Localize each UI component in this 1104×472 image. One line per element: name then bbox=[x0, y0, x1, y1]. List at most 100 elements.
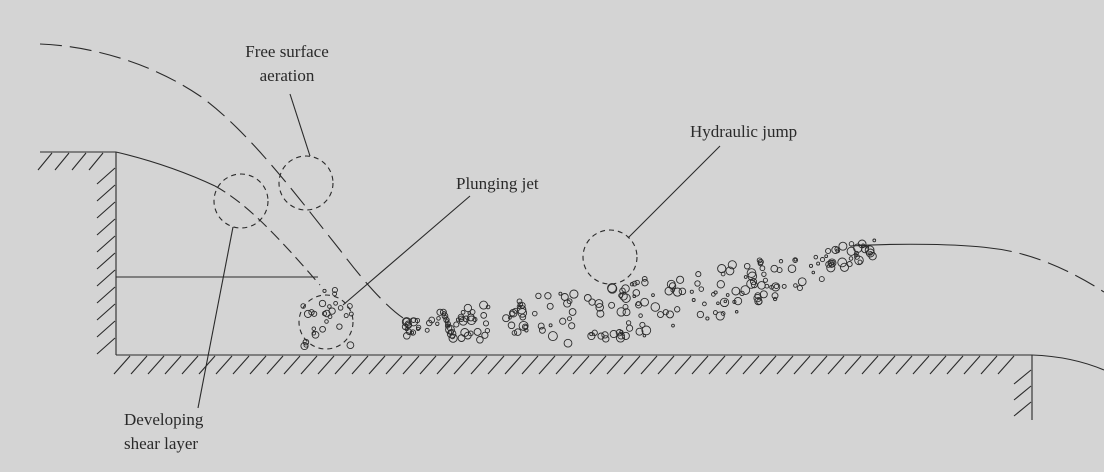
hatch-stroke bbox=[895, 355, 913, 375]
label-free-surface-line-1: Free surface bbox=[245, 42, 329, 61]
air-bubble bbox=[793, 283, 798, 288]
air-bubble bbox=[318, 299, 327, 308]
hatch-stroke bbox=[1013, 385, 1032, 401]
air-bubble bbox=[666, 310, 674, 319]
air-bubble bbox=[725, 266, 735, 276]
air-bubble bbox=[484, 327, 491, 334]
hatch-stroke bbox=[96, 286, 116, 304]
hatch-stroke bbox=[946, 355, 964, 375]
air-bubble bbox=[303, 309, 313, 318]
air-bubble bbox=[749, 278, 758, 286]
air-bubble bbox=[827, 258, 837, 268]
air-bubble bbox=[787, 264, 797, 273]
air-bubble bbox=[401, 317, 412, 327]
air-bubble bbox=[691, 298, 696, 302]
upstream-step bbox=[40, 151, 318, 355]
air-bubble bbox=[727, 260, 737, 270]
air-bubble bbox=[754, 297, 763, 306]
air-bubble bbox=[731, 286, 741, 296]
air-bubble bbox=[657, 311, 664, 319]
hatch-stroke bbox=[266, 355, 284, 375]
air-bubble bbox=[436, 308, 444, 316]
air-bubble bbox=[546, 302, 554, 310]
hatch-stroke bbox=[96, 184, 116, 202]
air-bubble bbox=[854, 250, 859, 256]
air-bubble bbox=[818, 276, 825, 283]
air-bubble bbox=[453, 321, 460, 328]
air-bubble bbox=[476, 336, 484, 344]
air-bubble bbox=[861, 245, 870, 254]
air-bubble bbox=[761, 271, 767, 277]
air-bubble bbox=[587, 331, 596, 341]
air-bubble bbox=[514, 328, 522, 336]
air-bubble bbox=[460, 309, 466, 315]
air-bubble bbox=[716, 301, 720, 305]
air-bubble bbox=[734, 310, 739, 314]
air-bubble bbox=[327, 304, 332, 309]
air-bubble bbox=[607, 283, 617, 293]
air-bubble bbox=[733, 296, 743, 306]
air-bubble bbox=[705, 316, 710, 321]
air-bubble bbox=[415, 326, 421, 332]
air-bubble bbox=[632, 289, 641, 297]
downstream-surface bbox=[1031, 354, 1104, 371]
air-bubble bbox=[547, 331, 558, 342]
hatch-stroke bbox=[844, 355, 862, 375]
air-bubble bbox=[622, 308, 631, 317]
air-bubble bbox=[602, 335, 610, 343]
air-bubble bbox=[759, 290, 768, 299]
air-bubble bbox=[757, 281, 766, 290]
air-bubble bbox=[537, 322, 545, 330]
hatch-stroke bbox=[300, 355, 318, 375]
air-bubble bbox=[816, 261, 821, 266]
leader-free-surface bbox=[289, 93, 311, 157]
air-bubble bbox=[480, 312, 488, 319]
hatch-stroke bbox=[215, 355, 233, 375]
air-bubble bbox=[631, 280, 638, 287]
air-bubble bbox=[641, 279, 649, 287]
air-bubble bbox=[650, 302, 661, 312]
hatch-stroke bbox=[453, 355, 471, 375]
label-plunging-jet: Plunging jet bbox=[456, 174, 539, 193]
air-bubble bbox=[619, 292, 628, 301]
hatch-stroke bbox=[980, 355, 998, 375]
air-bubble bbox=[819, 257, 826, 263]
air-bubble bbox=[753, 293, 762, 303]
air-bubble bbox=[725, 293, 730, 297]
hatch-stroke bbox=[487, 355, 505, 375]
air-bubble bbox=[331, 286, 338, 294]
air-bubble bbox=[872, 238, 877, 243]
hatch-stroke bbox=[164, 355, 182, 375]
air-bubble bbox=[689, 289, 694, 294]
air-bubble bbox=[719, 297, 730, 308]
leader-hydraulic-jump bbox=[627, 145, 721, 239]
air-bubble bbox=[662, 309, 669, 316]
air-bubble bbox=[343, 313, 349, 319]
air-bubble bbox=[323, 309, 331, 318]
air-bubble bbox=[410, 330, 415, 335]
air-bubble bbox=[435, 321, 440, 326]
air-bubble bbox=[838, 241, 848, 251]
air-bubble bbox=[651, 293, 655, 297]
air-bubble bbox=[746, 279, 756, 289]
air-bubble bbox=[743, 262, 751, 270]
air-bubble bbox=[548, 323, 553, 328]
air-bubble bbox=[635, 327, 644, 336]
air-bubble bbox=[348, 311, 354, 317]
hatch-stroke bbox=[249, 355, 267, 375]
air-bubble bbox=[436, 316, 441, 321]
air-bubble bbox=[825, 247, 832, 255]
air-bubble bbox=[864, 245, 875, 256]
air-bubble bbox=[595, 303, 604, 312]
air-bubble bbox=[854, 255, 864, 266]
air-bubble bbox=[743, 275, 748, 279]
lower-nappe-surface bbox=[115, 151, 216, 187]
air-bubble bbox=[854, 254, 860, 260]
air-bubble bbox=[450, 334, 456, 340]
label-shear-line-1: Developing bbox=[124, 410, 204, 429]
hatch-stroke bbox=[419, 355, 437, 375]
hatch-stroke bbox=[708, 355, 726, 375]
air-bubble bbox=[311, 330, 320, 339]
air-bubble bbox=[676, 275, 685, 284]
air-bubble bbox=[778, 259, 784, 264]
